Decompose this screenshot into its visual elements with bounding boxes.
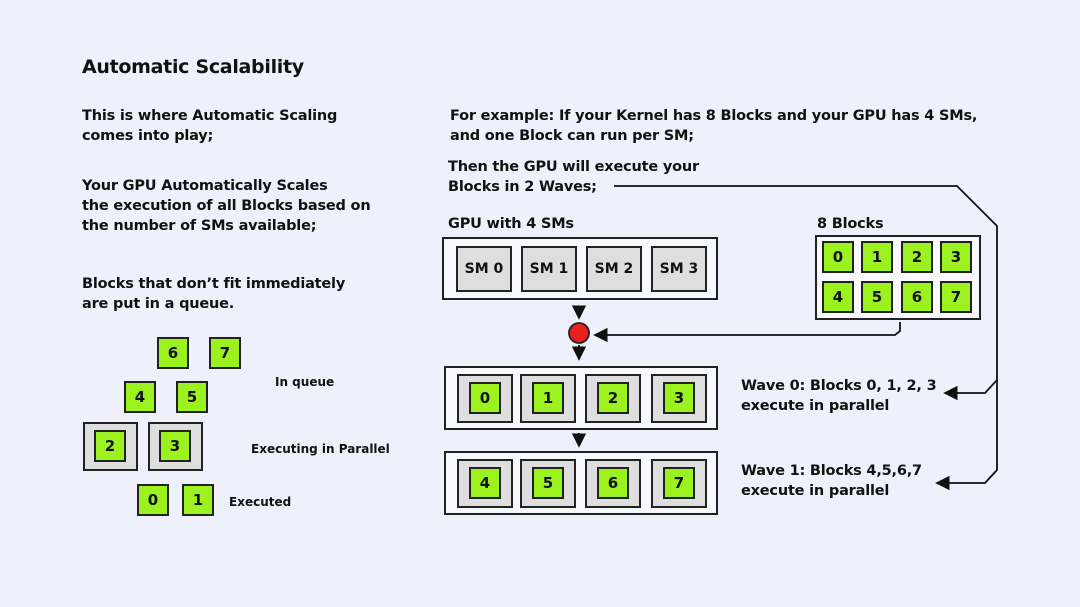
waves-connector xyxy=(614,185,998,401)
kernel-block: 2 xyxy=(901,241,933,273)
wave0-block: 3 xyxy=(663,382,695,414)
queued-block: 6 xyxy=(157,337,189,369)
kernel-block: 6 xyxy=(901,281,933,313)
sm-unit: SM 3 xyxy=(651,246,707,292)
queued-block: 7 xyxy=(209,337,241,369)
scaling-text: Your GPU Automatically Scales the execut… xyxy=(82,178,371,234)
waves-text: Then the GPU will execute your Blocks in… xyxy=(448,159,699,195)
page-title: Automatic Scalability xyxy=(82,56,304,78)
executing-block: 3 xyxy=(159,430,191,462)
wave0-block: 0 xyxy=(469,382,501,414)
queued-block: 5 xyxy=(176,381,208,413)
gpu-label: GPU with 4 SMs xyxy=(448,216,574,232)
executed-block: 0 xyxy=(137,484,169,516)
gpu-panel: SM 0 SM 1 SM 2 SM 3 xyxy=(442,237,718,300)
blocks-label: 8 Blocks xyxy=(817,216,884,232)
intro-text: This is where Automatic Scaling comes in… xyxy=(82,108,338,144)
sm-unit: SM 1 xyxy=(521,246,577,292)
queue-text: Blocks that don’t fit immediately are pu… xyxy=(82,276,346,312)
executed-block: 1 xyxy=(182,484,214,516)
wave0-text: Wave 0: Blocks 0, 1, 2, 3 execute in par… xyxy=(741,378,937,414)
kernel-block: 4 xyxy=(822,281,854,313)
executed-label: Executed xyxy=(229,495,292,509)
kernel-block: 5 xyxy=(861,281,893,313)
sm-unit: SM 0 xyxy=(456,246,512,292)
executing-label: Executing in Parallel xyxy=(251,442,390,456)
example-text: For example: If your Kernel has 8 Blocks… xyxy=(450,108,978,144)
executing-block: 2 xyxy=(94,430,126,462)
in-queue-label: In queue xyxy=(275,375,335,389)
kernel-block: 0 xyxy=(822,241,854,273)
wave1-connector xyxy=(935,380,998,491)
blocks-to-dispatcher-connector xyxy=(593,322,901,343)
wave1-block: 5 xyxy=(532,467,564,499)
kernel-block: 3 xyxy=(940,241,972,273)
wave1-block: 6 xyxy=(597,467,629,499)
blocks-panel: 0 1 2 3 4 5 6 7 xyxy=(815,235,981,320)
wave1-panel: 4 5 6 7 xyxy=(444,451,718,515)
kernel-block: 7 xyxy=(940,281,972,313)
sm-unit: SM 2 xyxy=(586,246,642,292)
wave1-block: 7 xyxy=(663,467,695,499)
wave1-text: Wave 1: Blocks 4,5,6,7 execute in parall… xyxy=(741,463,922,499)
kernel-block: 1 xyxy=(861,241,893,273)
wave0-block: 1 xyxy=(532,382,564,414)
queued-block: 4 xyxy=(124,381,156,413)
dispatcher-node xyxy=(568,322,590,344)
wave0-panel: 0 1 2 3 xyxy=(444,366,718,430)
wave1-block: 4 xyxy=(469,467,501,499)
wave0-block: 2 xyxy=(597,382,629,414)
